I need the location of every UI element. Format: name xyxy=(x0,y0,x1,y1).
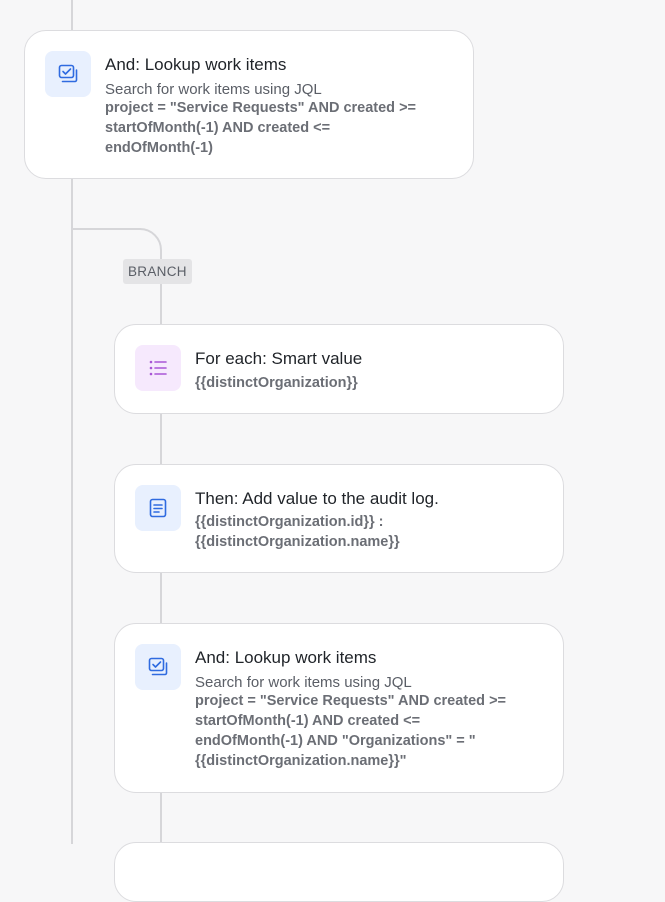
step-title: And: Lookup work items xyxy=(195,648,377,667)
step-jql-query: project = "Service Requests" AND created… xyxy=(105,100,416,156)
branch-connector-curve xyxy=(130,228,162,262)
step-subtitle: Search for work items using JQL xyxy=(195,674,412,691)
step-card-lookup-work-items[interactable]: And: Lookup work items Search for work i… xyxy=(114,623,564,793)
lookup-icon xyxy=(135,644,181,690)
step-subtitle: Search for work items using JQL xyxy=(105,81,322,98)
branch-label: BRANCH xyxy=(123,259,192,284)
list-icon xyxy=(135,345,181,391)
lookup-icon xyxy=(45,51,91,97)
step-card-audit-log[interactable]: Then: Add value to the audit log. {{dist… xyxy=(114,464,564,573)
step-card-for-each[interactable]: For each: Smart value {{distinctOrganiza… xyxy=(114,324,564,414)
branch-connector-horizontal xyxy=(71,228,141,230)
step-card-lookup-work-items[interactable]: And: Lookup work items Search for work i… xyxy=(24,30,474,179)
audit-log-icon xyxy=(135,485,181,531)
step-jql-query: project = "Service Requests" AND created… xyxy=(195,693,506,769)
step-smart-value: {{distinctOrganization}} xyxy=(195,375,358,391)
step-title: For each: Smart value xyxy=(195,349,363,368)
step-card-next[interactable] xyxy=(114,842,564,902)
step-title: Then: Add value to the audit log. xyxy=(195,489,439,508)
step-log-message: {{distinctOrganization.id}} : {{distinct… xyxy=(195,514,400,550)
step-title: And: Lookup work items xyxy=(105,55,287,74)
main-connector-line xyxy=(71,0,73,844)
